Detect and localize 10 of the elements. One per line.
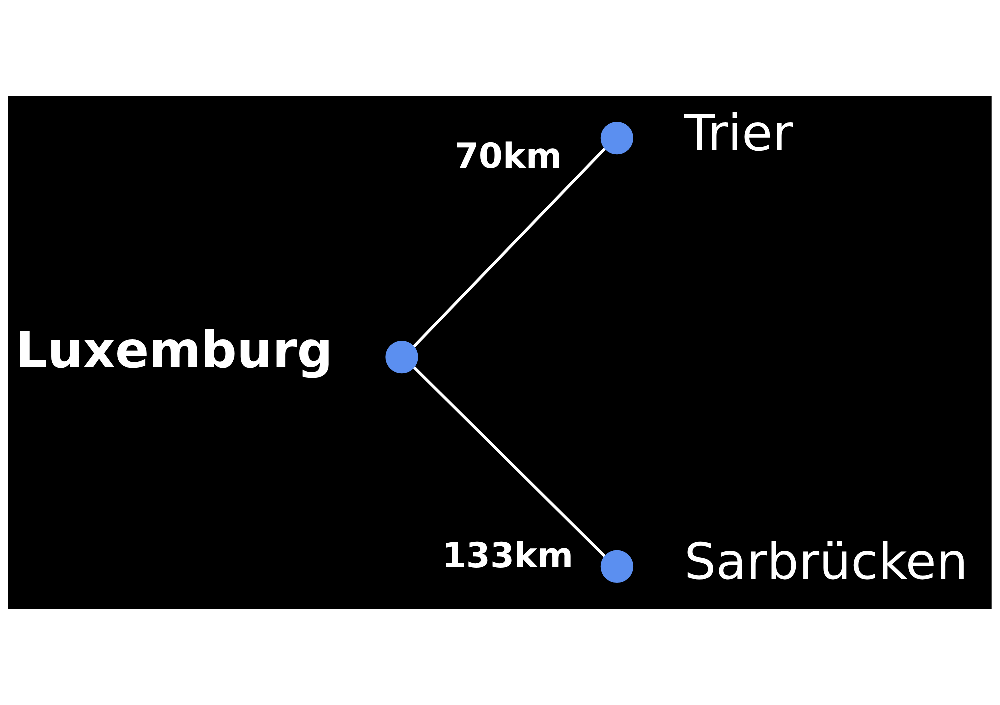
node-label: Sarbrücken xyxy=(684,532,968,591)
connector xyxy=(413,148,606,348)
node-label: Trier xyxy=(684,104,794,162)
node-circle xyxy=(600,122,634,155)
node-circle xyxy=(386,340,418,374)
node-label: Luxemburg xyxy=(16,321,333,380)
edge-label: 70km xyxy=(454,136,562,177)
node-circle xyxy=(600,550,634,584)
connector xyxy=(413,366,606,558)
edge-label: 133km xyxy=(442,536,574,576)
